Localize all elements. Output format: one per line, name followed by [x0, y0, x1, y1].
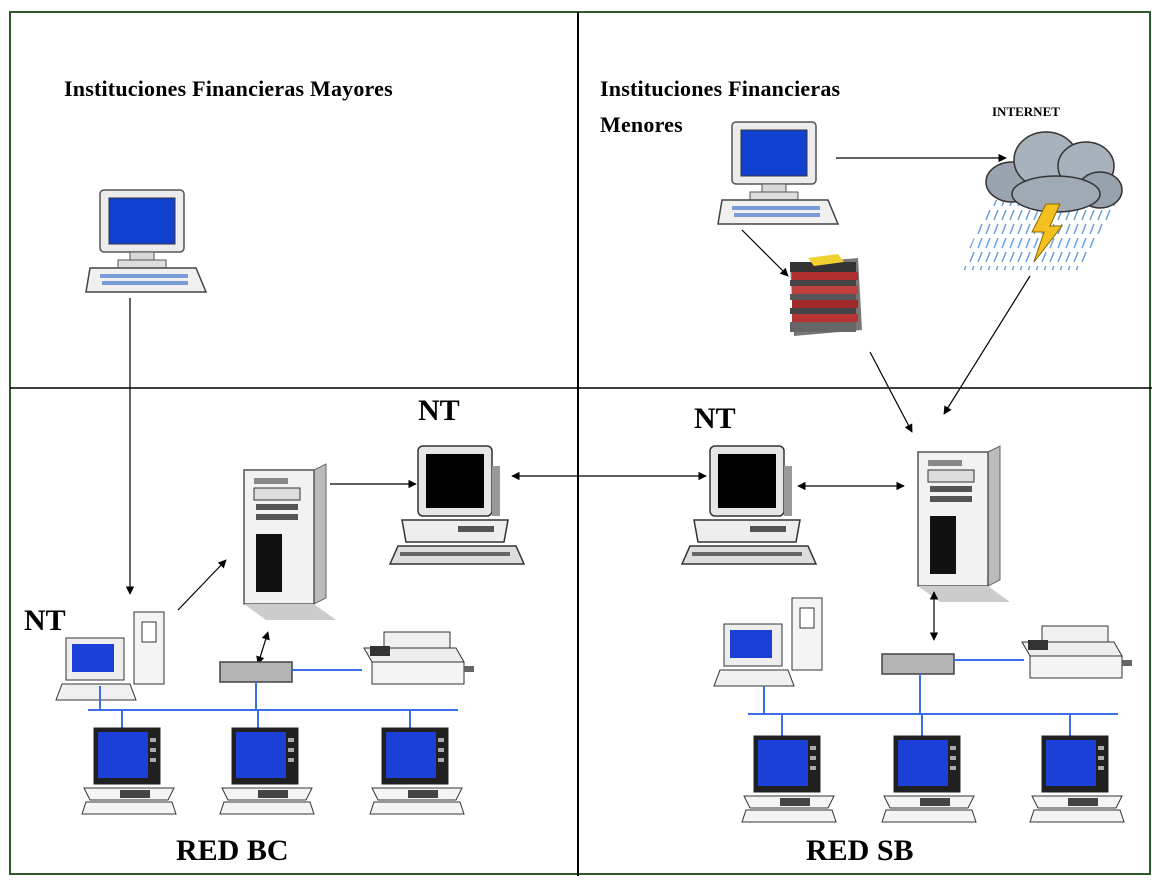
major-institution-pc-icon	[85, 189, 207, 293]
sb-workstation-icon	[713, 597, 823, 687]
sb-terminal-2-icon	[881, 735, 977, 823]
major-institutions-title: Instituciones Financieras Mayores	[64, 76, 393, 101]
nt-left-server-label: NT	[418, 394, 460, 427]
disk-stack-icon	[790, 254, 862, 336]
bc-tower-server-icon	[243, 463, 337, 621]
minor-institutions-title-line2: Menores	[600, 112, 683, 137]
arrow-disks-to-server	[869, 351, 913, 433]
red-sb-label: RED SB	[806, 834, 914, 867]
nt-left-workstation-label: NT	[24, 604, 66, 637]
minor-institution-pc-icon	[717, 121, 839, 225]
bc-nt-server-icon	[389, 445, 525, 565]
bc-terminal-1-icon	[81, 727, 177, 815]
sb-tower-server-icon	[917, 445, 1011, 603]
bc-nt-workstation-icon	[55, 611, 165, 701]
arrow-pc-to-disks	[741, 229, 789, 277]
arrow-hub-to-tower	[256, 631, 270, 665]
diagram-frame	[9, 11, 1151, 875]
sb-terminal-3-icon	[1029, 735, 1125, 823]
sb-nt-server-icon	[681, 445, 817, 565]
sb-terminal-1-icon	[741, 735, 837, 823]
bc-hub-icon	[219, 661, 293, 683]
bc-terminal-3-icon	[369, 727, 465, 815]
minor-institutions-title-line1: Instituciones Financieras	[600, 76, 841, 101]
internet-cloud-icon	[960, 131, 1123, 270]
bc-terminal-2-icon	[219, 727, 315, 815]
internet-label: INTERNET	[992, 104, 1060, 119]
sb-hub-icon	[881, 653, 955, 675]
arrow-internet-to-server	[943, 275, 1031, 415]
red-bc-label: RED BC	[176, 834, 289, 867]
bc-printer-icon	[363, 631, 475, 685]
sb-printer-icon	[1021, 625, 1133, 679]
arrow-ntws-to-tower	[177, 559, 227, 611]
nt-right-server-label: NT	[694, 402, 736, 435]
